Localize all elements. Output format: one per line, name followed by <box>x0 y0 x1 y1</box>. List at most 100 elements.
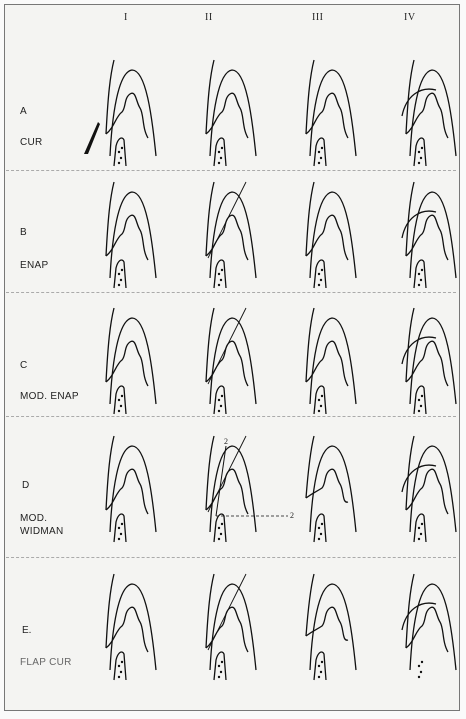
tooth-panel-r5-c3 <box>296 570 366 682</box>
marrow-dot <box>121 147 123 149</box>
curette-instrument-icon <box>80 118 110 158</box>
bone-marrow-dots <box>118 523 123 540</box>
bone-marrow-dots <box>418 269 423 286</box>
tooth-panel-r2-c4 <box>396 178 466 290</box>
marrow-dot <box>318 538 320 540</box>
row-separator <box>6 416 456 417</box>
marrow-dot <box>218 676 220 678</box>
marrow-dot <box>220 405 222 407</box>
marrow-dot <box>318 410 320 412</box>
row-separator <box>6 557 456 558</box>
marrow-dot <box>320 533 322 535</box>
marrow-dot <box>420 533 422 535</box>
tooth-panel-r4-c4 <box>396 432 466 544</box>
marrow-dot <box>320 157 322 159</box>
marrow-dot <box>418 665 420 667</box>
marrow-dot <box>418 151 420 153</box>
row-letter-a: A <box>20 106 27 117</box>
row-letter-e: E. <box>22 625 31 636</box>
marrow-dot <box>420 671 422 673</box>
marrow-dot <box>121 395 123 397</box>
marrow-dot <box>418 162 420 164</box>
tooth-panel-r1-c4 <box>396 56 466 168</box>
marrow-dot <box>120 533 122 535</box>
bone-marrow-dots <box>318 523 323 540</box>
marrow-dot <box>318 273 320 275</box>
bone-marrow-dots <box>418 661 423 678</box>
bone-marrow-dots <box>418 147 423 164</box>
annotation-label-2-right: 2 <box>290 511 294 520</box>
marrow-dot <box>318 284 320 286</box>
marrow-dot <box>420 405 422 407</box>
marrow-dot <box>421 269 423 271</box>
marrow-dot <box>418 273 420 275</box>
marrow-dot <box>218 151 220 153</box>
soft-tissue-line <box>306 574 314 636</box>
marrow-dot <box>418 538 420 540</box>
marrow-dot <box>321 395 323 397</box>
panel-d2-annotations: 2 2 <box>190 432 300 542</box>
incision-line <box>208 308 246 384</box>
marrow-dot <box>218 162 220 164</box>
marrow-dot <box>121 661 123 663</box>
marrow-dot <box>418 676 420 678</box>
marrow-dot <box>321 661 323 663</box>
marrow-dot <box>118 162 120 164</box>
marrow-dot <box>118 538 120 540</box>
marrow-dot <box>318 399 320 401</box>
tooth-panel-r3-c1 <box>96 304 166 416</box>
bone-marrow-dots <box>218 147 223 164</box>
marrow-dot <box>421 523 423 525</box>
marrow-dot <box>420 279 422 281</box>
tooth-panel-r4-c1 <box>96 432 166 544</box>
marrow-dot <box>218 273 220 275</box>
marrow-dot <box>218 665 220 667</box>
column-header-1: I <box>124 12 128 23</box>
row-label-a: CUR <box>20 136 43 149</box>
marrow-dot <box>320 279 322 281</box>
tooth-panel-r2-c1 <box>96 178 166 290</box>
marrow-dot <box>121 523 123 525</box>
marrow-dot <box>118 410 120 412</box>
marrow-dot <box>318 527 320 529</box>
marrow-dot <box>218 284 220 286</box>
marrow-dot <box>220 279 222 281</box>
incision-line <box>208 574 246 650</box>
soft-tissue-line <box>306 436 314 498</box>
tooth-panel-r4-c3 <box>296 432 366 544</box>
tooth-panel-r1-c3 <box>296 56 366 168</box>
marrow-dot <box>321 147 323 149</box>
marrow-dot <box>321 523 323 525</box>
tooth-outline <box>410 584 456 670</box>
marrow-dot <box>118 665 120 667</box>
marrow-dot <box>118 676 120 678</box>
marrow-dot <box>220 671 222 673</box>
marrow-dot <box>121 269 123 271</box>
marrow-dot <box>221 269 223 271</box>
curette-shape <box>84 122 100 154</box>
marrow-dot <box>318 162 320 164</box>
row-letter-d: D <box>22 480 29 491</box>
row-label-c: MOD. ENAP <box>20 390 79 403</box>
marrow-dot <box>118 273 120 275</box>
row-separator <box>6 170 456 171</box>
marrow-dot <box>118 151 120 153</box>
bone-marrow-dots <box>318 269 323 286</box>
marrow-dot <box>221 661 223 663</box>
tooth-panel-r3-c2 <box>196 304 266 416</box>
row-separator <box>6 292 456 293</box>
bone-marrow-dots <box>218 661 223 678</box>
marrow-dot <box>118 527 120 529</box>
row-letter-c: C <box>20 360 27 371</box>
marrow-dot <box>120 279 122 281</box>
marrow-dot <box>421 147 423 149</box>
bone-marrow-dots <box>318 147 323 164</box>
tooth-panel-r2-c3 <box>296 178 366 290</box>
bone-marrow-dots <box>318 395 323 412</box>
column-header-2: II <box>205 12 213 23</box>
bone-marrow-dots <box>118 269 123 286</box>
marrow-dot <box>318 676 320 678</box>
marrow-dot <box>418 410 420 412</box>
tooth-panel-r2-c2 <box>196 178 266 290</box>
bone-marrow-dots <box>218 395 223 412</box>
